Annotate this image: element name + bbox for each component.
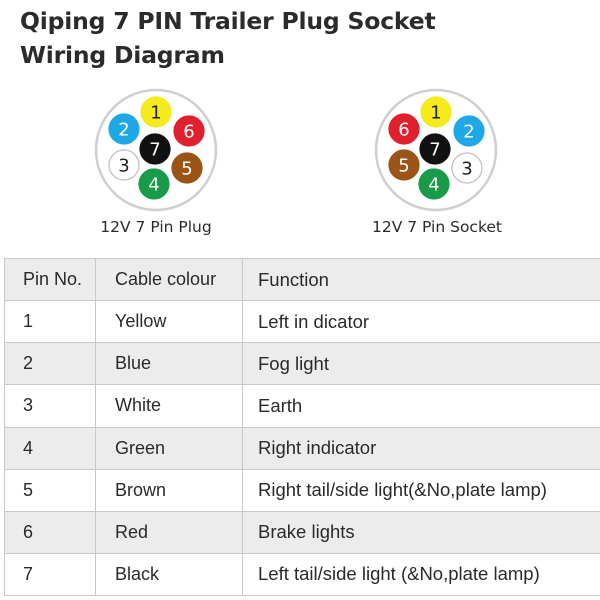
table-header-row: Pin No. Cable colour Function — [4, 257, 600, 302]
socket-pin-7-dot — [419, 133, 451, 165]
table-row: 3 White Earth — [4, 384, 600, 428]
title-line-2: Wiring Diagram — [20, 41, 225, 69]
socket-pin-2-number: 2 — [463, 122, 474, 143]
header-cable-colour: Cable colour — [95, 257, 243, 302]
cell-cable-colour: White — [95, 384, 243, 428]
plug-pin-4: 4 — [138, 168, 170, 200]
title-line-1: Qiping 7 PIN Trailer Plug Socket — [20, 7, 436, 35]
plug-pin-1-dot — [140, 96, 172, 128]
plug-pin-5: 5 — [171, 152, 203, 184]
socket-pin-3-number: 3 — [461, 159, 472, 180]
cell-function: Right indicator — [242, 426, 600, 470]
plug-pin-6: 6 — [173, 115, 205, 147]
table-row: 2 Blue Fog light — [4, 342, 600, 386]
plug-pin-7: 7 — [139, 133, 171, 165]
header-function: Function — [242, 257, 600, 302]
plug-pin-6-dot — [173, 115, 205, 147]
plug-pin-5-number: 5 — [181, 159, 192, 180]
diagram-title: Qiping 7 PIN Trailer Plug Socket Wiring … — [20, 4, 580, 72]
plug-pin-4-dot — [138, 168, 170, 200]
cell-cable-colour: Red — [95, 510, 243, 554]
plug-pin-6-number: 6 — [183, 122, 194, 143]
socket-pin-5-dot — [388, 149, 420, 181]
pin-function-table: Pin No. Cable colour Function 1 Yellow L… — [4, 257, 600, 597]
socket-pin-3-dot — [451, 152, 483, 184]
cell-pin-no: 5 — [4, 468, 96, 512]
socket-pin-3: 3 — [451, 152, 483, 184]
plug-pin-2-dot — [108, 113, 140, 145]
socket-pin-1-number: 1 — [430, 103, 441, 124]
plug-pin-5-dot — [171, 152, 203, 184]
socket-pin-4-number: 4 — [428, 175, 439, 196]
socket-pin-5-number: 5 — [398, 156, 409, 177]
plug-pin-7-number: 7 — [149, 140, 160, 161]
plug-pin-7-dot — [139, 133, 171, 165]
socket-label: 12V 7 Pin Socket — [372, 218, 502, 236]
cell-pin-no: 6 — [4, 510, 96, 554]
plug-pin-1-number: 1 — [150, 103, 161, 124]
cell-function: Brake lights — [242, 510, 600, 554]
plug-pin-2: 2 — [108, 113, 140, 145]
table-row: 5 Brown Right tail/side light(&No,plate … — [4, 468, 600, 512]
cell-function: Earth — [242, 384, 600, 428]
socket-pin-4: 4 — [418, 168, 450, 200]
cell-pin-no: 7 — [4, 552, 96, 597]
cell-cable-colour: Brown — [95, 468, 243, 512]
cell-function: Right tail/side light(&No,plate lamp) — [242, 468, 600, 512]
socket-pin-4-dot — [418, 168, 450, 200]
cell-cable-colour: Green — [95, 426, 243, 470]
cell-cable-colour: Black — [95, 552, 243, 597]
socket-pin-2: 2 — [453, 115, 485, 147]
plug-pin-2-number: 2 — [118, 120, 129, 141]
plug-label: 12V 7 Pin Plug — [100, 218, 212, 236]
table-row: 4 Green Right indicator — [4, 426, 600, 470]
socket-pin-6-dot — [388, 113, 420, 145]
plug-pin-3-dot — [108, 149, 140, 181]
plug-pin-1: 1 — [140, 96, 172, 128]
socket-pin-1: 1 — [420, 96, 452, 128]
socket-pin-7-number: 7 — [429, 140, 440, 161]
socket-pin-1-dot — [420, 96, 452, 128]
cell-cable-colour: Yellow — [95, 300, 243, 344]
socket-pin-6: 6 — [388, 113, 420, 145]
cell-function: Left in dicator — [242, 300, 600, 344]
cell-function: Fog light — [242, 342, 600, 386]
cell-pin-no: 1 — [4, 300, 96, 344]
cell-function: Left tail/side light (&No,plate lamp) — [242, 552, 600, 597]
socket-pin-5: 5 — [388, 149, 420, 181]
plug-pin-3-number: 3 — [118, 156, 129, 177]
socket-pin-6-number: 6 — [398, 120, 409, 141]
cell-cable-colour: Blue — [95, 342, 243, 386]
table-row: 7 Black Left tail/side light (&No,plate … — [4, 552, 600, 597]
cell-pin-no: 2 — [4, 342, 96, 386]
cell-pin-no: 4 — [4, 426, 96, 470]
socket-pin-2-dot — [453, 115, 485, 147]
plug-pin-3: 3 — [108, 149, 140, 181]
header-pin-no: Pin No. — [4, 257, 96, 302]
plug-pin-4-number: 4 — [148, 175, 159, 196]
socket-pin-7: 7 — [419, 133, 451, 165]
table-row: 1 Yellow Left in dicator — [4, 300, 600, 344]
cell-pin-no: 3 — [4, 384, 96, 428]
table-row: 6 Red Brake lights — [4, 510, 600, 554]
